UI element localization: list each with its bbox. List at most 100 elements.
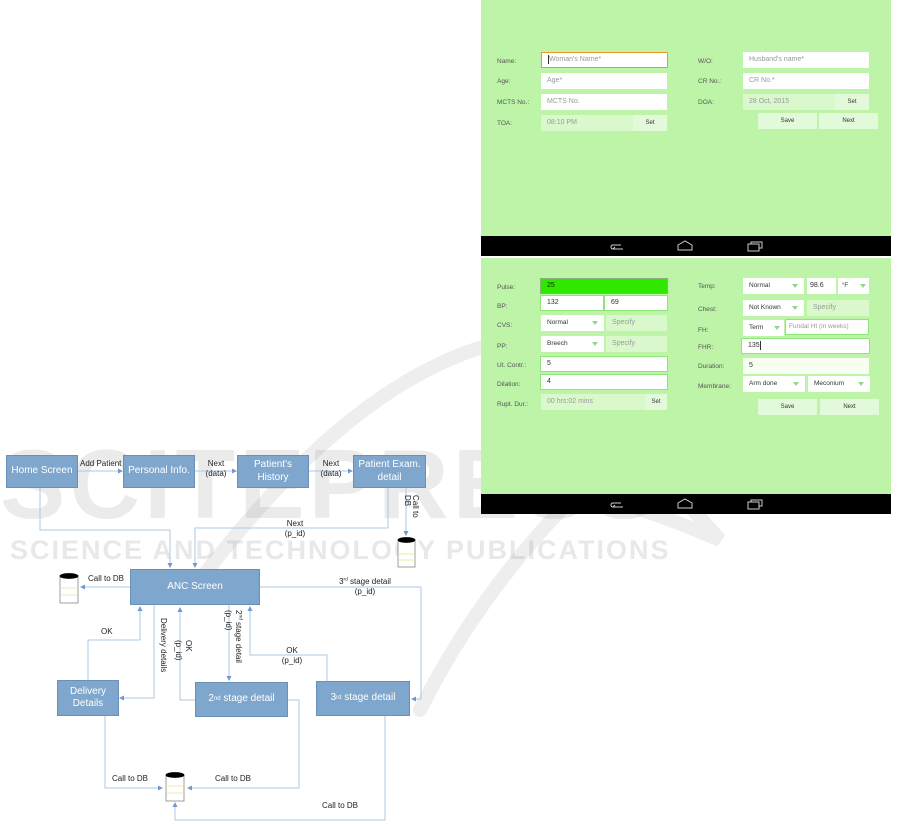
node-patient-exam: Patient Exam. detail bbox=[353, 455, 426, 488]
fh-dropdown[interactable]: Term bbox=[743, 320, 784, 336]
stage3-pid-text: stage detail (p_id) bbox=[347, 577, 391, 596]
android-navbar bbox=[481, 494, 891, 514]
pp-dropdown[interactable]: Breech bbox=[541, 336, 604, 352]
back-icon[interactable] bbox=[609, 240, 625, 252]
age-input[interactable]: Age* bbox=[541, 73, 667, 89]
chest-selected: Not Known bbox=[749, 304, 781, 311]
toa-field: 08:10 PM Set bbox=[541, 115, 667, 131]
label-delivery-details: Delivery details bbox=[159, 618, 168, 673]
pulse-input[interactable]: 25 bbox=[540, 278, 668, 294]
fundal-height-input[interactable]: Fundal Ht (in weeks) bbox=[785, 319, 869, 335]
edge-delivery-db bbox=[104, 716, 163, 791]
doa-value: 28 Oct, 2015 bbox=[749, 98, 790, 105]
temp-unit-dropdown[interactable]: °F bbox=[838, 278, 869, 294]
rupt-dur-field: 00 hrs:02 mins Set bbox=[541, 394, 667, 410]
rupt-dur-label: Rupt. Dur.: bbox=[497, 401, 529, 408]
fhr-label: FHR: bbox=[698, 344, 714, 351]
doa-set-button[interactable]: Set bbox=[835, 94, 869, 110]
label-call-db-exam: Call to DB bbox=[403, 495, 420, 518]
dilation-input[interactable]: 4 bbox=[540, 374, 668, 390]
name-placeholder: Woman's Name* bbox=[549, 56, 602, 63]
stage3-sup: rd bbox=[336, 694, 342, 701]
temp-unit: °F bbox=[842, 283, 849, 289]
fhr-value: 135 bbox=[748, 342, 760, 349]
next-button[interactable]: Next bbox=[819, 113, 878, 129]
edge-stage2-anc bbox=[177, 607, 195, 701]
database-icon bbox=[165, 772, 185, 802]
temp-dropdown[interactable]: Normal bbox=[743, 278, 804, 294]
name-input[interactable]: Woman's Name* bbox=[541, 52, 668, 68]
cr-input[interactable]: CR No.* bbox=[743, 73, 869, 89]
doa-field: 28 Oct, 2015 Set bbox=[743, 94, 869, 110]
toa-set-button[interactable]: Set bbox=[633, 115, 667, 131]
edge-stage3-db bbox=[172, 716, 386, 821]
label-add-patient: Add Patient bbox=[80, 459, 122, 468]
wo-label: W/O: bbox=[698, 58, 713, 65]
membrane-selected: Arm done bbox=[749, 380, 778, 387]
home-icon[interactable] bbox=[677, 240, 693, 252]
text-cursor bbox=[548, 54, 549, 64]
membrane-dropdown-2[interactable]: Meconium bbox=[808, 376, 870, 392]
dropdown-arrow-icon bbox=[858, 382, 864, 386]
cvs-specify-input[interactable]: Specify bbox=[606, 315, 667, 331]
label-call-db-anc: Call to DB bbox=[88, 574, 125, 583]
back-icon[interactable] bbox=[609, 498, 625, 510]
label-ok-delivery: OK bbox=[101, 627, 113, 636]
next-button[interactable]: Next bbox=[820, 399, 879, 415]
personal-info-screen: Name: Woman's Name* Age: Age* MCTS No.: … bbox=[481, 0, 891, 256]
bp-systolic-input[interactable]: 132 bbox=[540, 295, 604, 311]
fh-label: FH: bbox=[698, 327, 709, 334]
pp-selected: Breech bbox=[547, 340, 568, 347]
ut-contr-label: Ut. Contr.: bbox=[497, 362, 527, 369]
stage2-sup: nd bbox=[213, 695, 221, 702]
bp-diastolic-input[interactable]: 69 bbox=[604, 295, 668, 311]
stage2-text: stage detail bbox=[220, 693, 275, 705]
android-navbar bbox=[481, 236, 891, 256]
temp-value-input[interactable]: 98.6 bbox=[807, 278, 836, 294]
recents-icon[interactable] bbox=[747, 240, 763, 252]
recents-icon[interactable] bbox=[747, 498, 763, 510]
dropdown-arrow-icon bbox=[860, 284, 866, 288]
membrane-dropdown[interactable]: Arm done bbox=[743, 376, 805, 392]
cvs-dropdown[interactable]: Normal bbox=[541, 315, 604, 331]
rupt-dur-set-button[interactable]: Set bbox=[645, 394, 667, 410]
stage2-num: 2 bbox=[208, 693, 214, 705]
dropdown-arrow-icon bbox=[592, 321, 598, 325]
stage3-pid-num: 3 bbox=[339, 577, 344, 586]
node-anc-screen: ANC Screen bbox=[130, 569, 260, 605]
cvs-selected: Normal bbox=[547, 319, 568, 326]
membrane-selected-2: Meconium bbox=[814, 380, 844, 387]
node-home-screen: Home Screen bbox=[6, 455, 78, 488]
fhr-input[interactable]: 135 bbox=[741, 338, 870, 354]
mcts-input[interactable]: MCTS No. bbox=[541, 94, 667, 110]
home-icon[interactable] bbox=[677, 498, 693, 510]
save-button[interactable]: Save bbox=[758, 399, 817, 415]
edge-delivery-anc bbox=[87, 606, 143, 680]
label-call-db-delivery: Call to DB bbox=[112, 774, 149, 783]
chest-specify-input[interactable]: Specify bbox=[807, 300, 869, 316]
duration-input[interactable]: 5 bbox=[743, 358, 869, 374]
text-cursor bbox=[759, 340, 761, 350]
husband-name-input[interactable]: Husband's name* bbox=[743, 52, 869, 68]
age-label: Age: bbox=[497, 78, 511, 85]
edge-stage3-anc bbox=[247, 606, 328, 681]
chest-dropdown[interactable]: Not Known bbox=[743, 300, 804, 316]
cvs-label: CVS: bbox=[497, 322, 513, 329]
dropdown-arrow-icon bbox=[774, 326, 780, 330]
pp-specify-input[interactable]: Specify bbox=[606, 336, 667, 352]
cr-label: CR No.: bbox=[698, 78, 722, 85]
pulse-label: Pulse: bbox=[497, 284, 516, 291]
ut-contr-input[interactable]: 5 bbox=[540, 356, 668, 372]
bp-label: BP: bbox=[497, 303, 508, 310]
mcts-label: MCTS No.: bbox=[497, 99, 530, 106]
label-next-pid: Next (p_id) bbox=[284, 519, 306, 538]
database-icon bbox=[59, 573, 79, 604]
membrane-label: Membrane: bbox=[698, 383, 731, 390]
label-next-data-1: Next (data) bbox=[205, 459, 227, 478]
doa-label: DOA: bbox=[698, 99, 714, 106]
save-button[interactable]: Save bbox=[758, 113, 817, 129]
label-stage3-pid: 3rd stage detail (p_id) bbox=[335, 577, 395, 596]
node-patient-history: Patient's History bbox=[237, 455, 309, 488]
toa-label: TOA: bbox=[497, 120, 513, 127]
